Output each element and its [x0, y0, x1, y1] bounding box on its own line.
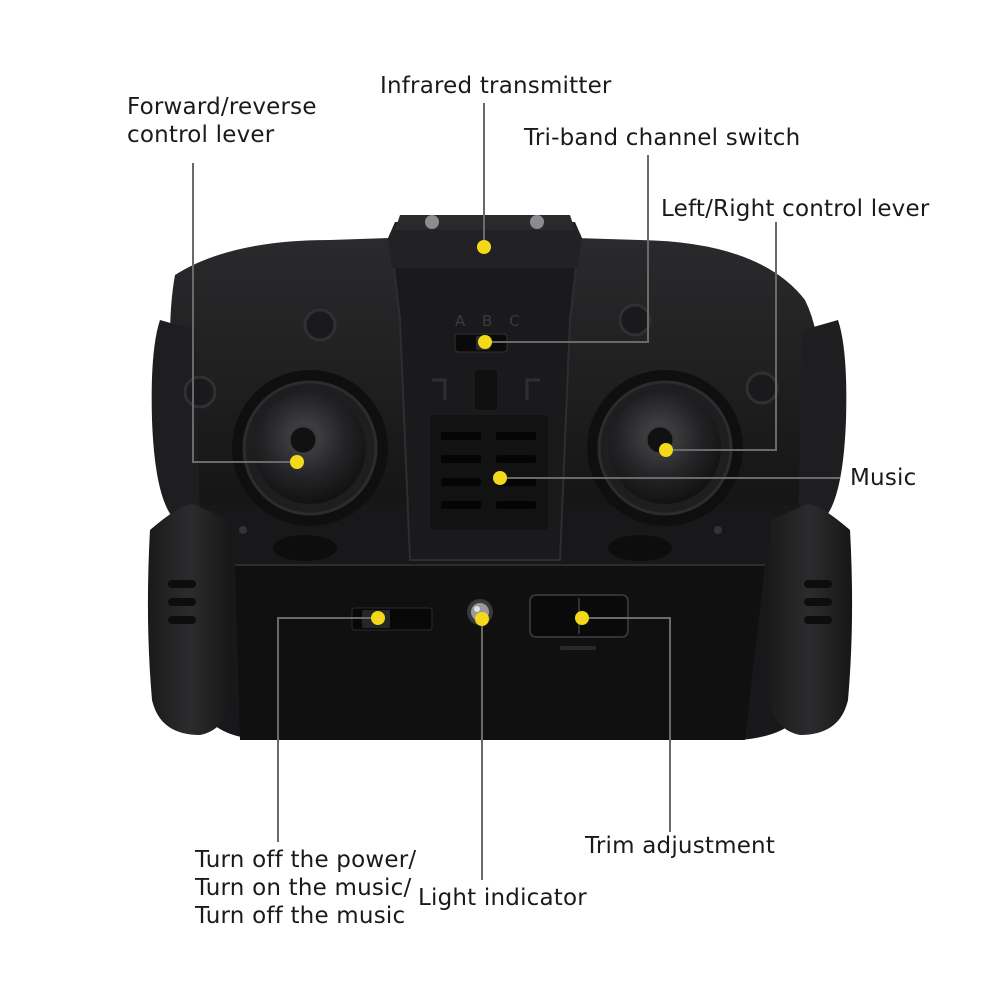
channel-letters: A B C	[455, 312, 526, 330]
leader-power-music	[277, 617, 378, 842]
marker-power-music	[371, 611, 385, 625]
marker-trim	[575, 611, 589, 625]
label-light: Light indicator	[418, 885, 587, 911]
label-music: Music	[850, 465, 917, 491]
label-line: Turn off the music	[195, 903, 406, 929]
left-control-stick[interactable]	[232, 370, 388, 526]
marker-forward-reverse	[290, 455, 304, 469]
marker-music	[493, 471, 507, 485]
leader-forward-reverse	[192, 163, 297, 463]
label-triband: Tri-band channel switch	[524, 125, 801, 151]
leader-left-right	[666, 222, 777, 451]
label-line: Forward/reverse	[127, 94, 317, 120]
label-line: control lever	[127, 122, 275, 148]
label-left-right: Left/Right control lever	[661, 196, 930, 222]
marker-infrared	[477, 240, 491, 254]
markers	[290, 240, 673, 626]
left-bumper	[273, 535, 337, 561]
label-infrared: Infrared transmitter	[380, 73, 612, 99]
leader-triband	[485, 155, 649, 343]
label-forward-reverse: Forward/reverse control lever	[127, 93, 317, 149]
speaker-grille	[430, 370, 548, 530]
right-bumper	[608, 535, 672, 561]
label-power-music: Turn off the power/ Turn on the music/ T…	[195, 846, 416, 930]
label-line: Turn on the music/	[195, 875, 412, 901]
leader-trim	[582, 617, 671, 832]
marker-light	[475, 612, 489, 626]
label-trim: Trim adjustment	[585, 833, 776, 859]
marker-left-right	[659, 443, 673, 457]
leader-lines	[192, 103, 840, 880]
label-line: Turn off the power/	[195, 847, 417, 873]
marker-triband	[478, 335, 492, 349]
